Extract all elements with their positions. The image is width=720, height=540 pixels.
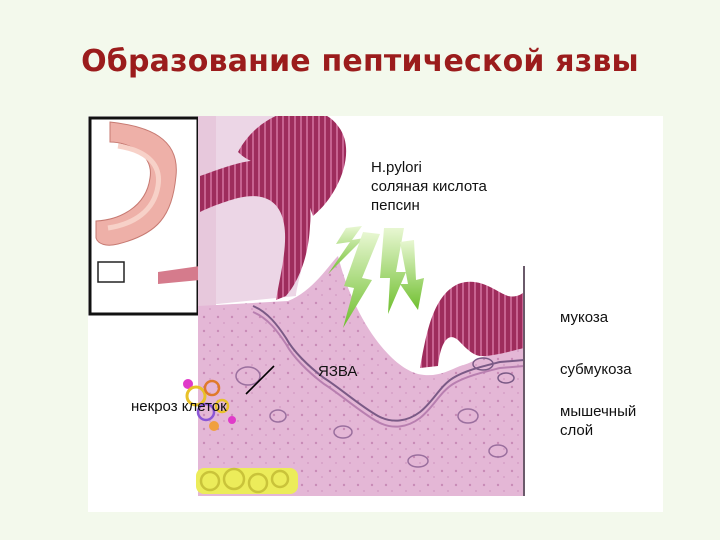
ulcer-label: ЯЗВА <box>318 363 357 381</box>
stomach-inset <box>90 118 198 314</box>
layer-label-muscle-line2: слой <box>560 421 670 440</box>
agents-label: H.pylori соляная кислота пепсин <box>371 158 487 215</box>
ulcer-diagram: H.pylori соляная кислота пепсин мукоза с… <box>88 116 663 512</box>
agent-hpylori: H.pylori <box>371 158 487 177</box>
slide-title: Образование пептической язвы <box>0 44 720 79</box>
yellow-cell-band <box>196 468 298 494</box>
agent-hcl: соляная кислота <box>371 177 487 196</box>
layer-label-muscle-line1: мышечный <box>560 402 670 421</box>
layer-label-submucosa: субмукоза <box>560 361 632 379</box>
green-arrow-icon <box>380 228 406 314</box>
agent-pepsin: пепсин <box>371 196 487 215</box>
necrosis-label: некроз клеток <box>131 398 227 416</box>
layer-label-muscle: мышечный слой <box>560 402 670 440</box>
layer-label-mucosa: мукоза <box>560 309 608 327</box>
